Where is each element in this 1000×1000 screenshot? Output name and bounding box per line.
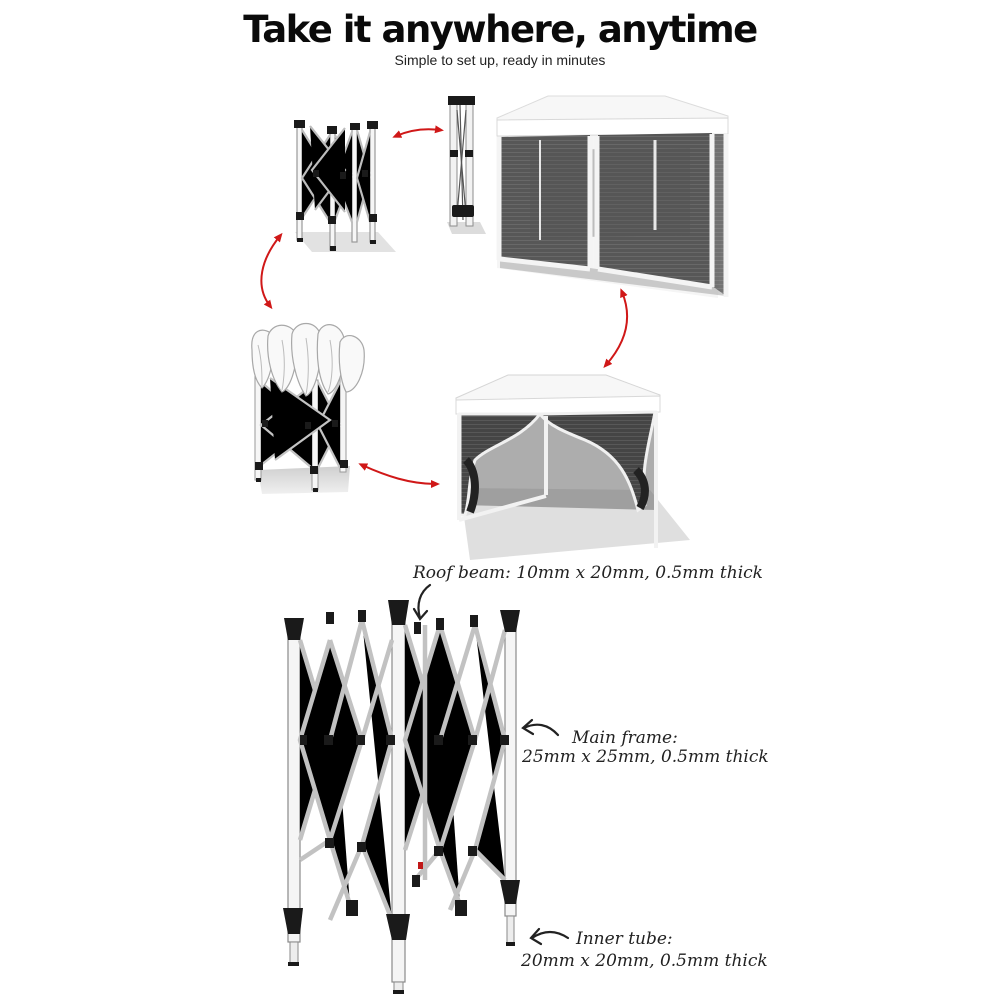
main-frame-note-heading: Main frame: [572, 728, 678, 748]
curved-red-arrow-icon [392, 125, 444, 138]
page-subtitle: Simple to set up, ready in minutes [394, 52, 606, 68]
inner-tube-note-spec: 20mm x 20mm, 0.5mm thick [521, 951, 768, 971]
cycle-arrows [260, 125, 629, 488]
page-title: Take it anywhere, anytime [243, 8, 758, 51]
inner-tube-note-heading: Inner tube: [576, 929, 673, 949]
frame-detail-image [283, 600, 520, 994]
hand-drawn-pointer-arrow-icon [529, 927, 570, 946]
pointer-arrows [412, 583, 570, 946]
open-gazebo-image [496, 95, 729, 298]
collapsed-frame-image [447, 96, 486, 234]
folded-frame-image [294, 120, 396, 252]
curved-red-arrow-icon [260, 232, 283, 310]
curved-red-arrow-icon [358, 463, 440, 488]
frame-with-canopy-image [251, 322, 365, 494]
hand-drawn-pointer-arrow-icon [521, 718, 560, 737]
gazebo-tied-curtains-image [455, 374, 690, 560]
curved-red-arrow-icon [603, 288, 629, 369]
main-frame-note-spec: 25mm x 25mm, 0.5mm thick [522, 747, 769, 767]
roof-beam-note: Roof beam: 10mm x 20mm, 0.5mm thick [413, 563, 763, 583]
hand-drawn-pointer-arrow-icon [412, 583, 432, 621]
